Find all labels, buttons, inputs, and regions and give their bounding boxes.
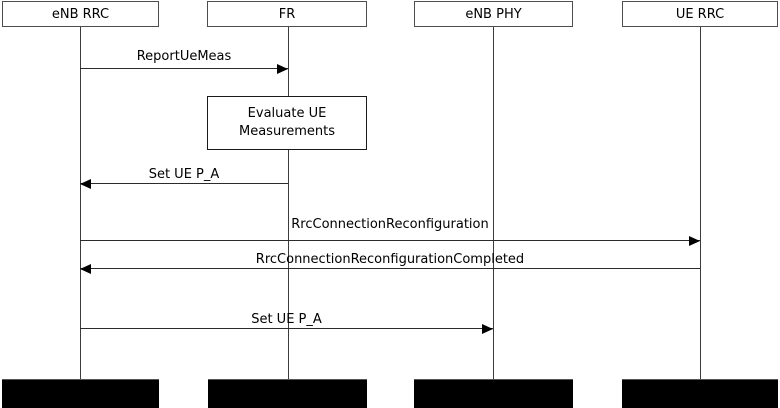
message-arrowhead-set-ue-pa-to-phy: [482, 324, 493, 334]
lifeline-terminator-enb-rrc: [2, 379, 159, 408]
message-label-rrc-connection-reconfiguration-completed: RrcConnectionReconfigurationCompleted: [255, 252, 525, 267]
lifeline-header-ue-rrc[interactable]: UE RRC: [622, 1, 778, 27]
activation-label-line-1: Evaluate UE: [247, 106, 327, 122]
lifeline-line-ue-rrc: [700, 27, 701, 379]
message-line-report-ue-meas: [80, 68, 288, 69]
lifeline-header-fr[interactable]: FR: [207, 1, 367, 27]
message-arrowhead-report-ue-meas: [277, 64, 288, 74]
lifeline-line-fr: [288, 27, 289, 379]
lifeline-label: FR: [278, 6, 296, 22]
lifeline-terminator-enb-phy: [414, 379, 573, 408]
message-label-report-ue-meas: ReportUeMeas: [136, 49, 232, 64]
lifeline-label: UE RRC: [675, 6, 725, 22]
lifeline-line-enb-rrc: [80, 27, 81, 379]
lifeline-terminator-fr: [208, 379, 367, 408]
lifeline-line-enb-phy: [493, 27, 494, 379]
lifeline-terminator-ue-rrc: [622, 379, 778, 408]
lifeline-label: eNB PHY: [465, 6, 522, 22]
message-arrowhead-set-ue-pa-to-rrc: [80, 179, 91, 189]
message-arrowhead-rrc-connection-reconfiguration: [689, 236, 700, 246]
lifeline-label: eNB RRC: [51, 6, 110, 22]
message-line-set-ue-pa-to-rrc: [80, 183, 288, 184]
message-line-rrc-connection-reconfiguration-completed: [80, 268, 700, 269]
message-arrowhead-rrc-connection-reconfiguration-completed: [80, 264, 91, 274]
lifeline-header-enb-rrc[interactable]: eNB RRC: [2, 1, 159, 27]
lifeline-header-enb-phy[interactable]: eNB PHY: [414, 1, 573, 27]
activation-box-evaluate-ue-measurements[interactable]: Evaluate UE Measurements: [207, 96, 367, 150]
message-label-set-ue-pa-to-phy: Set UE P_A: [251, 312, 322, 327]
activation-label-line-2: Measurements: [238, 124, 336, 139]
message-label-set-ue-pa-to-rrc: Set UE P_A: [148, 167, 220, 182]
message-line-set-ue-pa-to-phy: [80, 328, 493, 329]
message-label-rrc-connection-reconfiguration: RrcConnectionReconfiguration: [291, 217, 489, 232]
message-line-rrc-connection-reconfiguration: [80, 240, 700, 241]
